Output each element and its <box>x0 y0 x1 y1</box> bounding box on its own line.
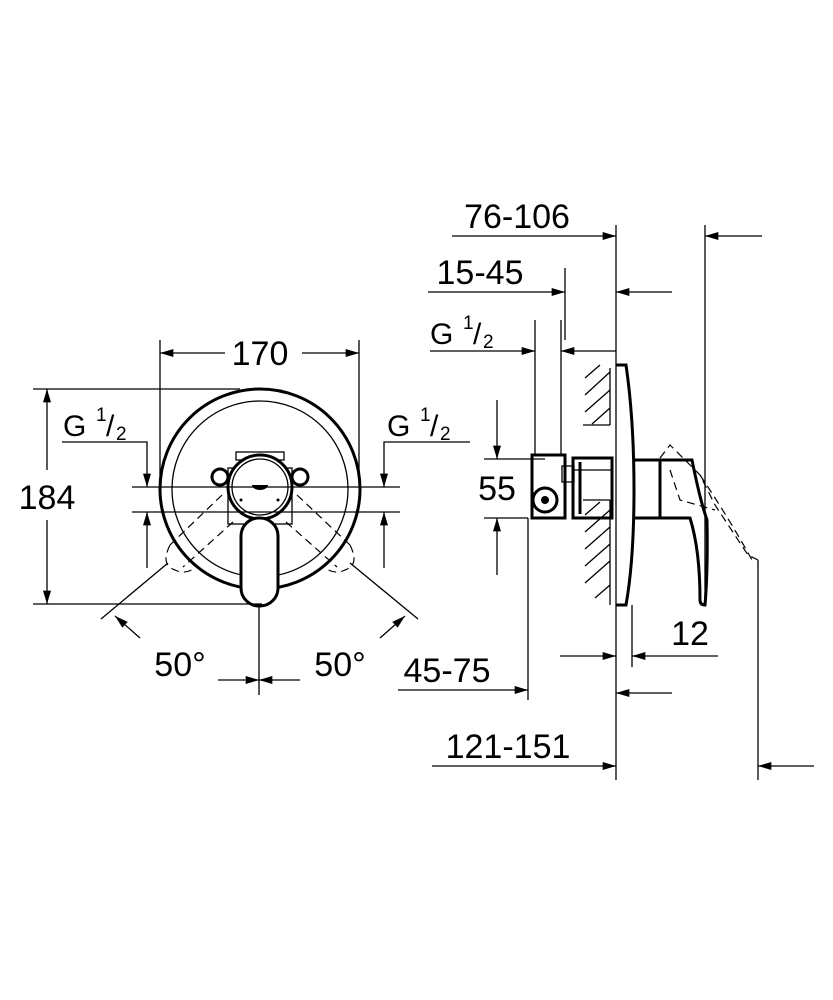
width-dimension: 170 <box>232 335 289 373</box>
lever-handle <box>239 516 280 608</box>
svg-text:/: / <box>430 410 439 443</box>
svg-text:1: 1 <box>420 405 431 426</box>
svg-text:2: 2 <box>116 424 127 445</box>
svg-text:2: 2 <box>483 332 494 353</box>
dim-body-depth: 45-75 <box>404 652 491 690</box>
angle-left: 50° <box>154 646 205 684</box>
dim-total-handle: 76-106 <box>464 198 570 236</box>
svg-text:/: / <box>106 410 115 443</box>
svg-text:2: 2 <box>440 424 451 445</box>
svg-text:G: G <box>430 318 453 351</box>
svg-text:1: 1 <box>463 313 474 334</box>
svg-text:G: G <box>63 410 86 443</box>
wall-hatch <box>583 364 611 605</box>
height-dimension: 184 <box>19 479 76 517</box>
dim-wall-depth: 15-45 <box>437 254 524 292</box>
svg-text:1: 1 <box>96 405 107 426</box>
connection-label-right: G 1 / 2 <box>387 405 451 445</box>
cover-plate <box>616 363 636 607</box>
side-view: 76-106 15-45 G 1 / 2 55 12 45-75 <box>398 198 814 780</box>
dim-total-max: 121-151 <box>446 728 571 766</box>
dim-plate: 12 <box>671 615 709 653</box>
connection-label-side: G 1 / 2 <box>430 313 494 353</box>
angle-right: 50° <box>314 646 365 684</box>
front-view: 170 184 G 1 / 2 G 1 / 2 50° <box>19 335 470 695</box>
screw-right <box>290 467 310 487</box>
dim-inlet-height: 55 <box>478 470 516 508</box>
svg-text:/: / <box>473 318 482 351</box>
screw-left <box>210 467 230 487</box>
lever-side <box>658 458 709 607</box>
svg-text:G: G <box>387 410 410 443</box>
connection-label-left: G 1 / 2 <box>63 405 127 445</box>
